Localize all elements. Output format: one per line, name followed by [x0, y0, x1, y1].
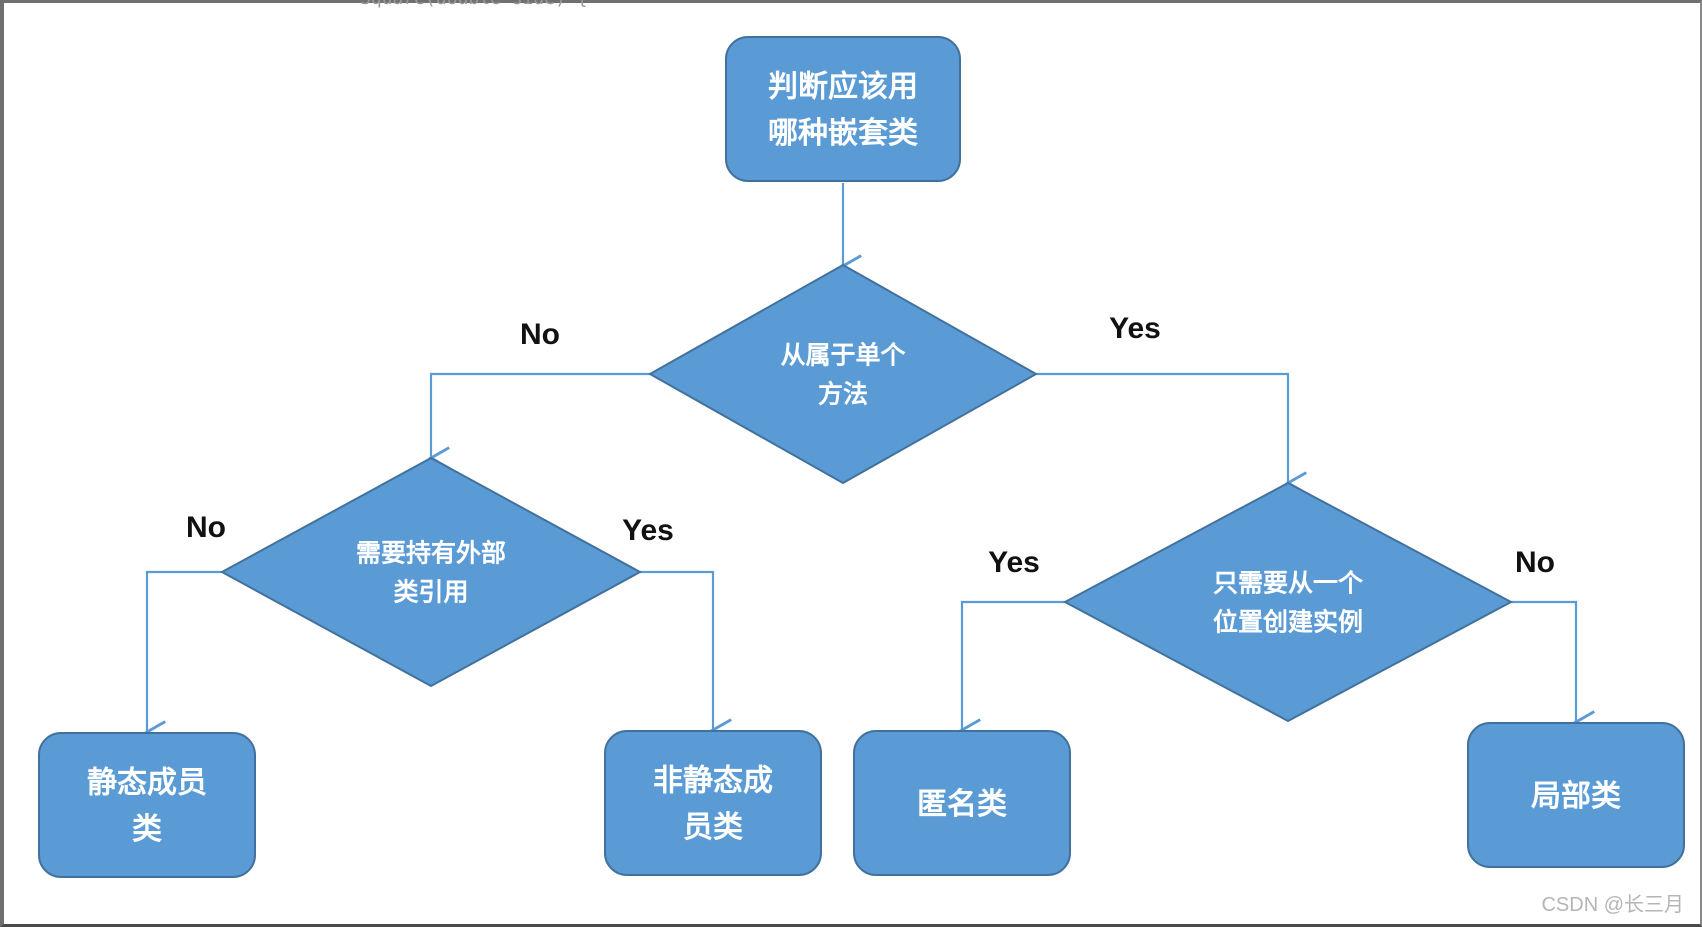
edge-label-yes-d_outer-to-nonstatic_member: Yes: [622, 514, 674, 547]
edge-label-yes-d_once-to-anonymous: Yes: [988, 546, 1040, 579]
node-label-local-line-1: 局部类: [1531, 779, 1621, 814]
node-label-static_member-line-2: 类: [132, 812, 162, 847]
edge-label-no-d_outer-to-static_member: No: [186, 511, 226, 544]
node-label-start-line-1: 判断应该用: [768, 70, 918, 105]
edge-label-no-d_once-to-local: No: [1515, 546, 1555, 579]
node-label-d_method-line-1: 从属于单个: [780, 341, 906, 370]
node-label-d_method-line-2: 方法: [818, 379, 868, 408]
connector-d_once-to-local: [1511, 600, 1576, 722]
node-local: 局部类: [1467, 722, 1685, 868]
edge-label-no-d_method-to-d_outer: No: [520, 318, 560, 351]
node-label-nonstatic_member-line-2: 员类: [683, 810, 743, 845]
connector-d_outer-to-nonstatic_member: [640, 570, 713, 730]
decision-diamond-d_once: [1062, 481, 1514, 723]
node-label-start-line-2: 哪种嵌套类: [768, 116, 918, 151]
process-box-static_member: [38, 732, 256, 878]
node-anonymous: 匿名类: [853, 730, 1071, 876]
process-box-local: [1467, 722, 1685, 868]
edge-label-yes-d_method-to-d_once: Yes: [1109, 312, 1161, 345]
node-label-d_outer-line-2: 类引用: [393, 577, 468, 606]
code-snippet-peek: Square(double side) {: [360, 0, 588, 9]
process-box-anonymous: [853, 730, 1071, 876]
decision-diamond-d_outer: [219, 456, 643, 688]
node-label-d_outer-line-1: 需要持有外部: [356, 539, 506, 568]
node-label-d_once-line-1: 只需要从一个: [1213, 569, 1364, 598]
node-label-static_member-line-1: 静态成员: [87, 766, 207, 801]
connector-d_once-to-anonymous: [962, 600, 1065, 730]
process-box-start: [725, 36, 961, 182]
node-label-anonymous-line-1: 匿名类: [917, 787, 1007, 822]
connector-d_method-to-d_outer: [431, 372, 651, 458]
node-label-d_once-line-2: 位置创建实例: [1213, 607, 1363, 636]
process-box-nonstatic_member: [604, 730, 822, 876]
decision-diamond-d_method: [647, 263, 1039, 485]
node-label-nonstatic_member-line-1: 非静态成: [653, 764, 773, 799]
connector-d_method-to-d_once: [1036, 372, 1288, 483]
watermark: CSDN @长三月: [1541, 894, 1684, 916]
connector-d_outer-to-static_member: [147, 570, 222, 732]
